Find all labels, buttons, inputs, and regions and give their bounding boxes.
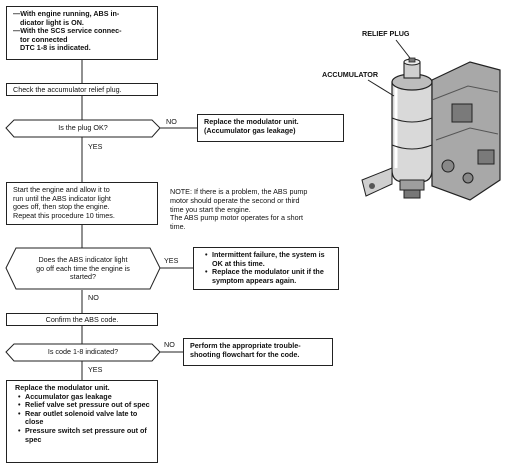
step-check-plug: Check the accumulator relief plug. <box>6 83 158 96</box>
note-line-5: time. <box>170 222 186 232</box>
decision-plug-ok-text: Is the plug OK? <box>58 123 108 132</box>
decision-plug-ok: Is the plug OK? <box>14 123 152 133</box>
action-replace-modulator-1: Replace the modulator unit. (Accumulator… <box>197 114 344 142</box>
decision-light-off: Does the ABS indicator light go off each… <box>18 255 148 282</box>
no-label-3: NO <box>164 340 175 349</box>
start-line-2: dicator light is ON. <box>20 17 84 27</box>
note-line-2: motor should operate the second or third <box>170 195 300 205</box>
action-troubleshoot-line2: shooting flowchart for the code. <box>190 349 300 359</box>
decision-light-off-line2: go off each time the engine is <box>36 263 130 273</box>
relief-plug-label: RELIEF PLUG <box>362 29 410 38</box>
start-line-3: —With the SCS service connec- <box>13 26 122 36</box>
intermittent-item-1: Intermittent failure, the system is OK a… <box>205 250 332 268</box>
step-check-plug-text: Check the accumulator relief plug. <box>13 85 122 94</box>
decision-light-off-line1: Does the ABS indicator light <box>38 255 128 264</box>
step-start-engine: Start the engine and allow it to run unt… <box>6 182 158 225</box>
decision-light-off-line3: started? <box>70 272 96 282</box>
final-title: Replace the modulator unit. <box>15 383 110 392</box>
action-troubleshoot: Perform the appropriate trouble- shootin… <box>183 338 333 366</box>
step-confirm-code-text: Confirm the ABS code. <box>45 315 119 324</box>
yes-label-1: YES <box>88 142 103 151</box>
start-engine-line-4: Repeat this procedure 10 times. <box>13 210 115 220</box>
final-item-1: Accumulator gas leakage <box>18 392 151 402</box>
start-engine-line-1: Start the engine and allow it to <box>13 185 110 194</box>
final-item-2: Relief valve set pressure out of spec <box>18 401 151 410</box>
start-line-4: tor connected <box>20 34 68 44</box>
final-replace-modulator: Replace the modulator unit. Accumulator … <box>6 380 158 463</box>
start-line-5: DTC 1-8 is indicated. <box>20 43 91 53</box>
yes-label-3: YES <box>88 365 103 374</box>
note-line-1: NOTE: If there is a problem, the ABS pum… <box>170 187 308 196</box>
start-condition-box: —With engine running, ABS in- dicator li… <box>6 6 158 60</box>
action-intermittent-failure: Intermittent failure, the system is OK a… <box>193 247 339 290</box>
action-troubleshoot-line1: Perform the appropriate trouble- <box>190 341 301 350</box>
decision-code: Is code 1-8 indicated? <box>14 347 152 357</box>
yes-label-2: YES <box>164 256 179 265</box>
accumulator-illustration <box>361 39 501 201</box>
start-engine-line-3: goes off, then stop the engine. <box>13 202 110 212</box>
step-confirm-code: Confirm the ABS code. <box>6 313 158 326</box>
intermittent-item-2: Replace the modulator unit if the sympto… <box>205 267 332 285</box>
final-item-3: Rear outlet solenoid valve late to close <box>18 409 151 427</box>
note-text: NOTE: If there is a problem, the ABS pum… <box>170 187 348 232</box>
final-item-4: Pressure switch set pressure out of spec <box>18 426 151 444</box>
no-label-2: NO <box>88 293 99 302</box>
note-line-4: The ABS pump motor operates for a short <box>170 213 304 223</box>
accumulator-label: ACCUMULATOR <box>322 70 379 79</box>
no-label-1: NO <box>166 117 177 126</box>
action-replace-1-line2: (Accumulator gas leakage) <box>204 125 296 135</box>
decision-code-text: Is code 1-8 indicated? <box>47 347 119 356</box>
start-line-1: —With engine running, ABS in- <box>13 9 120 18</box>
decision-plug-ok-shape <box>5 119 161 138</box>
decision-light-off-shape <box>5 247 161 290</box>
action-replace-1-line1: Replace the modulator unit. <box>204 117 299 126</box>
start-engine-line-2: run until the ABS indicator light <box>13 193 111 203</box>
note-line-3: time you start the engine. <box>170 204 251 214</box>
decision-code-shape <box>5 343 161 362</box>
